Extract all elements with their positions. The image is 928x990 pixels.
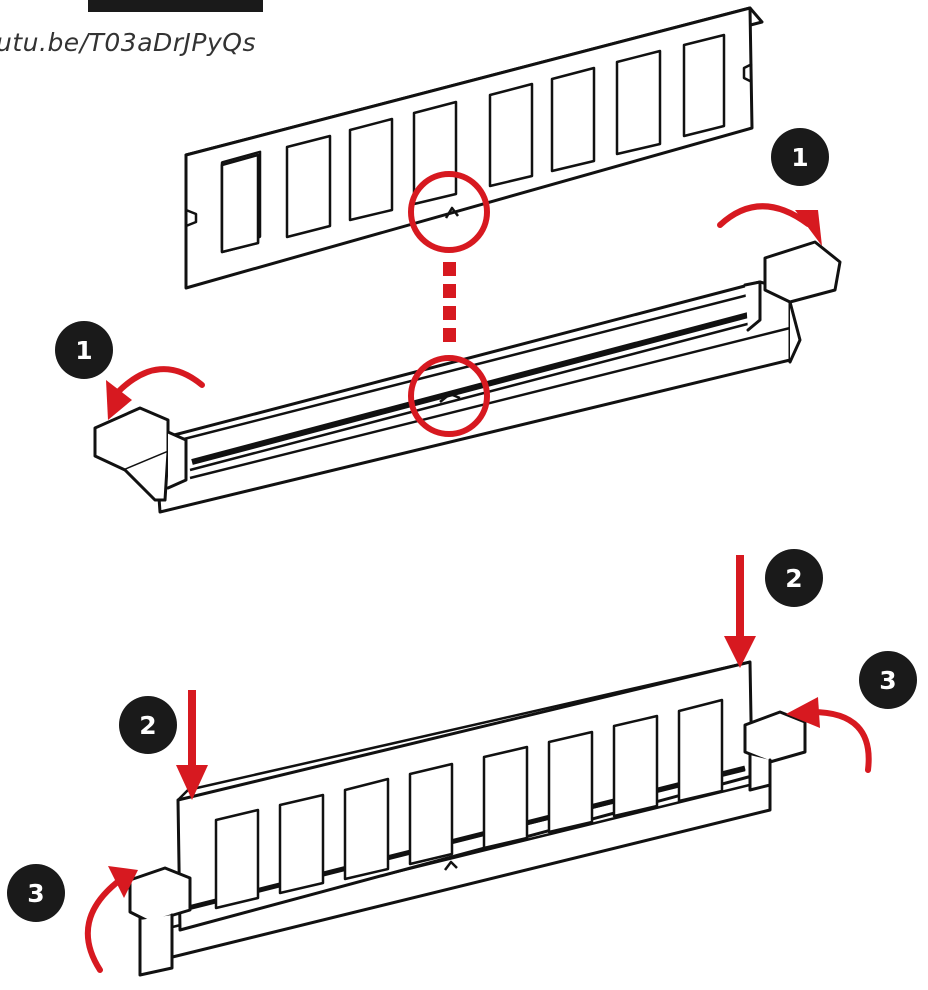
step-number: 3: [27, 879, 44, 908]
step-badge-2-left: 2: [119, 696, 177, 754]
step-number: 1: [75, 336, 92, 365]
latch-left-open: [93, 406, 188, 502]
step-badge-3-right: 3: [859, 651, 917, 709]
step-number: 3: [879, 666, 896, 695]
arrow-press-down-left: [176, 690, 208, 800]
step-badge-3-left: 3: [7, 864, 65, 922]
slot-groove: [191, 311, 753, 465]
slot-key-highlight: [408, 355, 490, 437]
dimm-slot-top: [93, 240, 842, 514]
step-badge-1-left: 1: [55, 321, 113, 379]
step-badge-2-right: 2: [765, 549, 823, 607]
video-url-caption: utu.be/T03aDrJPyQs: [0, 28, 256, 57]
latch-left-closed: [128, 866, 192, 977]
module-notch-highlight: [408, 171, 490, 253]
latch-right-open: [743, 240, 842, 364]
arrow-open-left-latch: [106, 366, 205, 420]
ram-module-bottom: [176, 660, 754, 932]
logo-fragment: [88, 0, 263, 12]
ram-chips-top: [220, 33, 726, 254]
ram-chips-bottom: [214, 698, 724, 910]
alignment-dotted-line: [443, 262, 456, 342]
latch-right-closed: [743, 710, 807, 792]
arrow-close-left-latch: [84, 866, 138, 973]
ram-module-top: [184, 6, 764, 290]
step-number: 2: [139, 711, 156, 740]
step-number: 2: [785, 564, 802, 593]
arrow-open-right-latch: [717, 203, 822, 246]
step-number: 1: [791, 143, 808, 172]
arrow-press-down-right: [724, 555, 756, 668]
notch-alignment-indicator: [408, 171, 490, 437]
arrow-close-right-latch: [786, 697, 872, 773]
step-badge-1-right: 1: [771, 128, 829, 186]
